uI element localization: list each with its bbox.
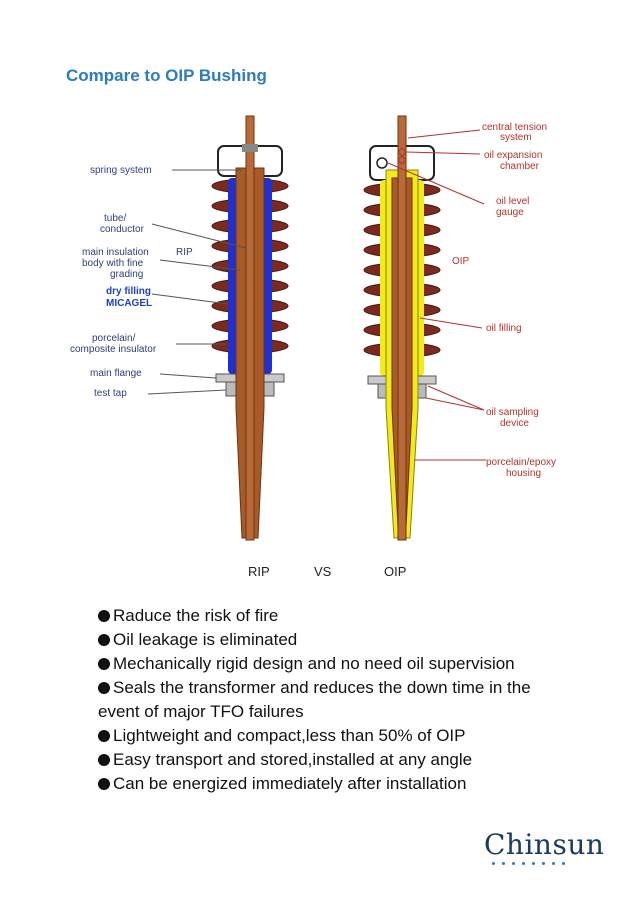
label-tube-1: tube/ — [104, 213, 126, 224]
bullet-icon — [98, 730, 110, 742]
chinsun-logo: Chinsun — [484, 828, 605, 874]
label-oip-tag: OIP — [452, 256, 470, 267]
rip-bushing — [211, 115, 289, 541]
bullet-icon — [98, 610, 110, 622]
label-porcelain-2: composite insulator — [70, 344, 157, 355]
caption-vs: VS — [314, 564, 332, 579]
label-rip-tag: RIP — [176, 247, 193, 258]
oip-leader-lines — [387, 129, 486, 461]
caption-oip: OIP — [384, 564, 407, 579]
list-item: Can be energized immediately after insta… — [98, 772, 618, 796]
label-test-tap: test tap — [94, 388, 127, 399]
bullet-icon — [98, 658, 110, 670]
rip-conductor — [245, 115, 255, 541]
logo-text: Chinsun — [484, 828, 605, 861]
label-central-tension-1: central tension — [482, 122, 547, 133]
oip-bushing — [363, 115, 441, 541]
bushing-diagram: spring system tube/ conductor main insul… — [70, 115, 556, 541]
label-housing-2: housing — [506, 468, 541, 479]
label-main-insulation-1: main insulation — [82, 247, 149, 258]
label-oil-expansion-2: chamber — [500, 161, 540, 172]
label-oil-filling: oil filling — [486, 323, 522, 334]
bullet-continuation: event of major TFO failures — [98, 702, 304, 721]
list-item: Seals the transformer and reduces the do… — [98, 678, 531, 721]
label-dry-filling-1: dry filling — [106, 286, 151, 297]
bullet-icon — [98, 634, 110, 646]
page-title: Compare to OIP Bushing — [66, 66, 267, 85]
label-oil-sampling-2: device — [500, 418, 529, 429]
label-oil-level-1: oil level — [496, 196, 529, 207]
label-housing-1: porcelain/epoxy — [486, 457, 556, 468]
label-oil-sampling-1: oil sampling — [486, 407, 539, 418]
oip-level-gauge — [376, 157, 388, 169]
list-item: Oil leakage is eliminated — [98, 628, 618, 652]
label-main-flange: main flange — [90, 368, 142, 379]
bushing-comparison-figure: spring system tube/ conductor main insul… — [60, 108, 580, 558]
caption-rip: RIP — [248, 564, 270, 579]
label-dry-filling-2: MICAGEL — [106, 298, 152, 309]
label-porcelain-1: porcelain/ — [92, 333, 136, 344]
list-item: Raduce the risk of fire — [98, 604, 618, 628]
bullet-icon — [98, 682, 110, 694]
list-item: Lightweight and compact,less than 50% of… — [98, 724, 618, 748]
bullet-icon — [98, 754, 110, 766]
label-spring-system: spring system — [90, 165, 152, 176]
list-item: Mechanically rigid design and no need oi… — [98, 652, 618, 676]
label-central-tension-2: system — [500, 132, 532, 143]
label-oil-level-2: gauge — [496, 207, 524, 218]
label-tube-2: conductor — [100, 224, 145, 235]
rip-spring — [242, 144, 258, 152]
advantages-list: Raduce the risk of fire Oil leakage is e… — [98, 604, 618, 796]
label-oil-expansion-1: oil expansion — [484, 150, 542, 161]
logo-dots — [492, 862, 594, 865]
figure-caption: RIP VS OIP — [0, 564, 638, 582]
label-main-insulation-2: body with fine — [82, 258, 144, 269]
bullet-icon — [98, 778, 110, 790]
list-item: Easy transport and stored,installed at a… — [98, 748, 618, 772]
label-main-insulation-3: grading — [110, 269, 143, 280]
oip-conductor — [397, 115, 407, 541]
rip-leader-lines — [147, 169, 247, 395]
